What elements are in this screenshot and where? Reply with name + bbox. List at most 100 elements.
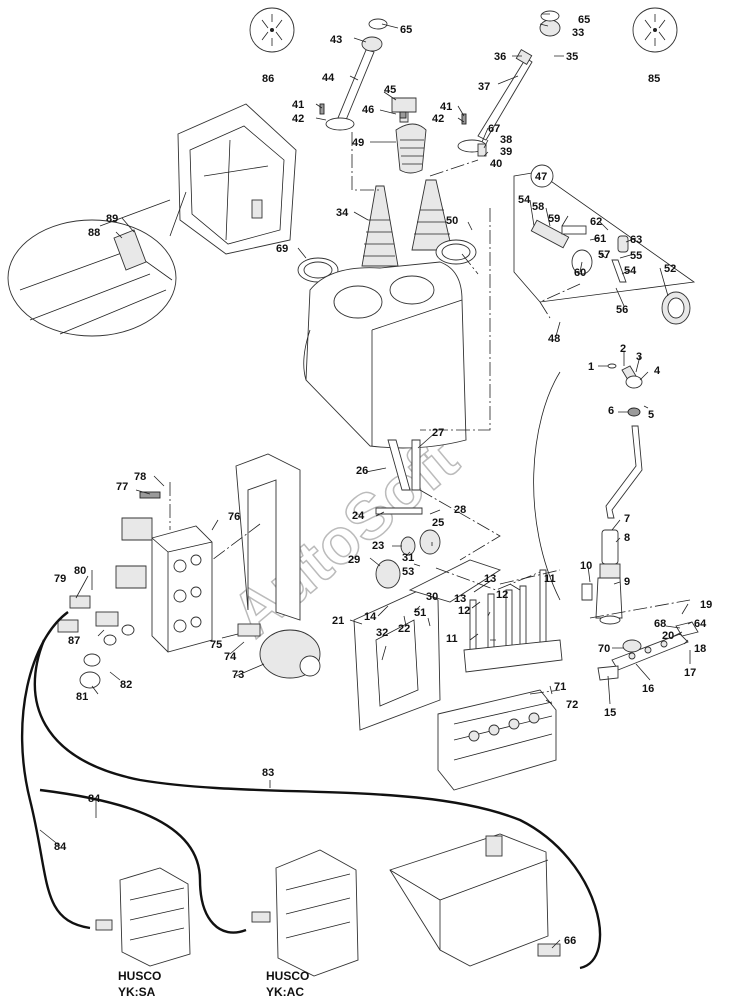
callout-73: 73 xyxy=(232,669,244,681)
callout-14: 14 xyxy=(364,611,377,623)
callout-79: 79 xyxy=(54,573,66,585)
callout-16: 16 xyxy=(642,683,654,695)
callout-54-right: 54 xyxy=(624,265,637,277)
callout-18: 18 xyxy=(694,643,706,655)
callout-7: 7 xyxy=(624,513,630,525)
callout-3: 3 xyxy=(636,351,642,363)
hydraulic-tank xyxy=(389,833,561,967)
callout-82: 82 xyxy=(120,679,132,691)
caption-yk-ac: YK:AC xyxy=(266,985,304,999)
callout-35: 35 xyxy=(566,51,578,63)
assembly-lines xyxy=(169,132,691,695)
callout-37: 37 xyxy=(478,81,490,93)
callout-38: 38 xyxy=(500,134,512,146)
console-housing xyxy=(303,261,467,449)
callout-76: 76 xyxy=(228,511,240,523)
callout-60: 60 xyxy=(574,267,586,279)
callout-49: 49 xyxy=(352,137,364,149)
callout-29: 29 xyxy=(348,554,360,566)
callout-69: 69 xyxy=(276,243,288,255)
callout-42-left: 42 xyxy=(292,113,304,125)
lever-right xyxy=(457,10,561,157)
pattern-diagram-86 xyxy=(249,7,295,53)
callout-77: 77 xyxy=(116,481,128,493)
husco-captions: HUSCO YK:SA HUSCO YK:AC xyxy=(118,969,309,999)
callout-54-top: 54 xyxy=(518,194,531,206)
callout-87: 87 xyxy=(68,635,80,647)
callout-63: 63 xyxy=(630,234,642,246)
callout-34: 34 xyxy=(336,207,349,219)
callout-28: 28 xyxy=(454,504,466,516)
callout-24: 24 xyxy=(352,510,365,522)
callout-45: 45 xyxy=(384,84,396,96)
fittings-left xyxy=(57,595,135,689)
callout-84-left: 84 xyxy=(54,841,67,853)
callout-30: 30 xyxy=(426,591,438,603)
callout-44: 44 xyxy=(322,72,335,84)
callout-13-mid: 13 xyxy=(454,593,466,605)
callout-68: 68 xyxy=(654,618,666,630)
callout-20: 20 xyxy=(662,630,674,642)
lever-strip xyxy=(597,621,699,681)
callout-58: 58 xyxy=(532,201,544,213)
callout-41-left: 41 xyxy=(292,99,304,111)
callout-78: 78 xyxy=(134,471,146,483)
center-linkage xyxy=(353,439,502,731)
accumulator-73 xyxy=(237,623,321,679)
callout-52: 52 xyxy=(664,263,676,275)
caption-husco-right: HUSCO xyxy=(266,969,309,983)
callout-6: 6 xyxy=(608,405,614,417)
callout-84-top: 84 xyxy=(88,793,101,805)
callout-15: 15 xyxy=(604,707,616,719)
callout-80: 80 xyxy=(74,565,86,577)
callout-55: 55 xyxy=(630,250,642,262)
callout-5: 5 xyxy=(648,409,654,421)
callout-labels: 65 43 44 86 41 42 45 46 49 34 65 33 36 3… xyxy=(54,14,712,947)
callout-72: 72 xyxy=(566,699,578,711)
callout-11-mid: 11 xyxy=(446,633,458,645)
callout-47-circle xyxy=(530,164,554,188)
callout-13-top: 13 xyxy=(484,573,496,585)
callout-2: 2 xyxy=(620,343,626,355)
manifold-block-76 xyxy=(115,491,213,653)
hose-83 xyxy=(33,639,602,970)
callout-41-right: 41 xyxy=(440,101,452,113)
callout-1: 1 xyxy=(588,361,594,373)
pattern-diagram-85 xyxy=(632,7,678,53)
valve-handles xyxy=(463,569,563,673)
lever-left xyxy=(325,18,388,131)
callout-46: 46 xyxy=(362,104,374,116)
callout-88: 88 xyxy=(88,227,100,239)
callout-4: 4 xyxy=(654,365,661,377)
callout-43: 43 xyxy=(330,34,342,46)
callout-67: 67 xyxy=(488,123,500,135)
callout-65-right: 65 xyxy=(578,14,590,26)
callout-70: 70 xyxy=(598,643,610,655)
magnified-detail xyxy=(7,191,187,337)
callout-23: 23 xyxy=(372,540,384,552)
screw-41-right xyxy=(461,113,467,125)
callout-42-right: 42 xyxy=(432,113,444,125)
callout-56: 56 xyxy=(616,304,628,316)
mounting-bracket xyxy=(235,453,301,621)
callout-12-top: 12 xyxy=(496,589,508,601)
callout-50: 50 xyxy=(446,215,458,227)
callout-71: 71 xyxy=(554,681,566,693)
husco-valve-right xyxy=(251,849,359,977)
callout-19: 19 xyxy=(700,599,712,611)
hose-84-b xyxy=(39,788,247,934)
callout-85: 85 xyxy=(648,73,660,85)
callout-47: 47 xyxy=(535,171,547,183)
callout-11-top: 11 xyxy=(544,573,556,585)
callout-61: 61 xyxy=(594,233,606,245)
callout-51: 51 xyxy=(414,607,426,619)
callout-9: 9 xyxy=(624,576,630,588)
callout-62: 62 xyxy=(590,216,602,228)
callout-89: 89 xyxy=(106,213,118,225)
callout-36: 36 xyxy=(494,51,506,63)
linkage-group-47 xyxy=(513,171,696,325)
callout-39: 39 xyxy=(500,146,512,158)
callout-12-mid: 12 xyxy=(458,605,470,617)
callout-31: 31 xyxy=(402,552,414,564)
